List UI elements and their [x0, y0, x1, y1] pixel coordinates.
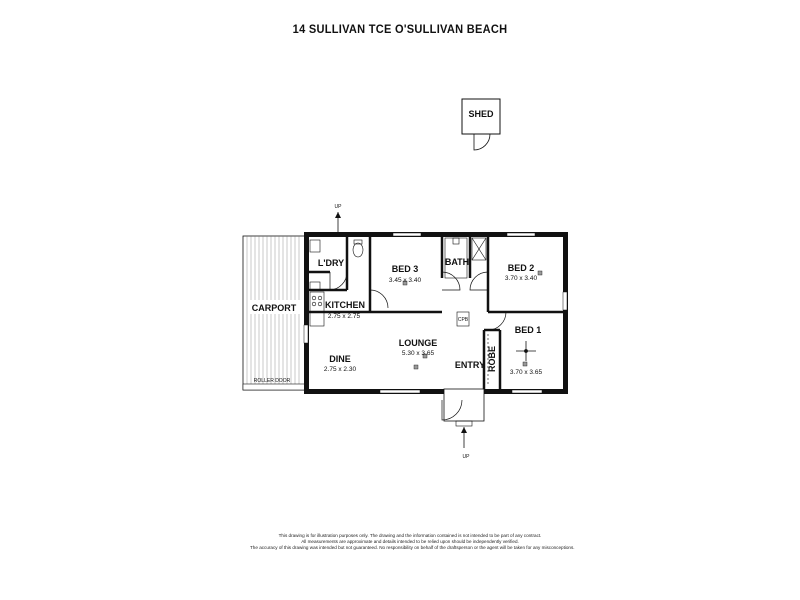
- plan-title: 14 SULLIVAN TCE O'SULLIVAN BEACH: [292, 22, 508, 36]
- ceiling-fan-icon: [516, 341, 536, 361]
- vent-icons: [402, 270, 543, 370]
- windows: [303, 232, 568, 394]
- disclaimer-line: This drawing is for illustration purpose…: [278, 533, 542, 538]
- robe-label: ROBE: [487, 346, 497, 372]
- disclaimer: This drawing is for illustration purpose…: [250, 533, 575, 551]
- laundry-label: L'DRY: [318, 258, 344, 268]
- shed-label: SHED: [468, 109, 494, 119]
- bed1-dimensions: 3.70 x 3.65: [510, 369, 543, 376]
- disclaimer-line: All measurements are approximate and det…: [301, 539, 519, 544]
- carport: CARPORT ROLLER DOOR: [242, 235, 306, 391]
- lounge-dimensions: 5.30 x 3.65: [402, 350, 435, 357]
- up-label-bottom: UP: [463, 454, 471, 460]
- roller-door-label: ROLLER DOOR: [254, 378, 291, 384]
- up-label-top: UP: [335, 204, 343, 210]
- lounge-label: LOUNGE: [399, 338, 438, 348]
- disclaimer-line: The accuracy of this drawing was intende…: [250, 545, 575, 550]
- entry-porch: UP: [443, 388, 485, 460]
- carport-label: CARPORT: [252, 303, 297, 313]
- cpb-label: CPB: [458, 317, 469, 323]
- laundry-steps: UP: [335, 204, 343, 232]
- bed3-dimensions: 3.45 x 3.40: [389, 277, 422, 284]
- bed2-label: BED 2: [508, 263, 535, 273]
- bed2-dimensions: 3.70 x 3.40: [505, 275, 538, 282]
- entry-label: ENTRY: [455, 360, 485, 370]
- bed3-label: BED 3: [392, 264, 419, 274]
- bath-label: BATH: [445, 257, 469, 267]
- dine-dimensions: 2.75 x 2.30: [324, 366, 357, 373]
- bed1-label: BED 1: [515, 325, 542, 335]
- kitchen-dimensions: 2.75 x 2.75: [328, 313, 361, 320]
- kitchen-label: KITCHEN: [325, 300, 365, 310]
- dine-label: DINE: [329, 354, 351, 364]
- shed: SHED: [461, 98, 501, 151]
- fixtures: CPB: [309, 237, 489, 386]
- interior-walls: [308, 236, 563, 389]
